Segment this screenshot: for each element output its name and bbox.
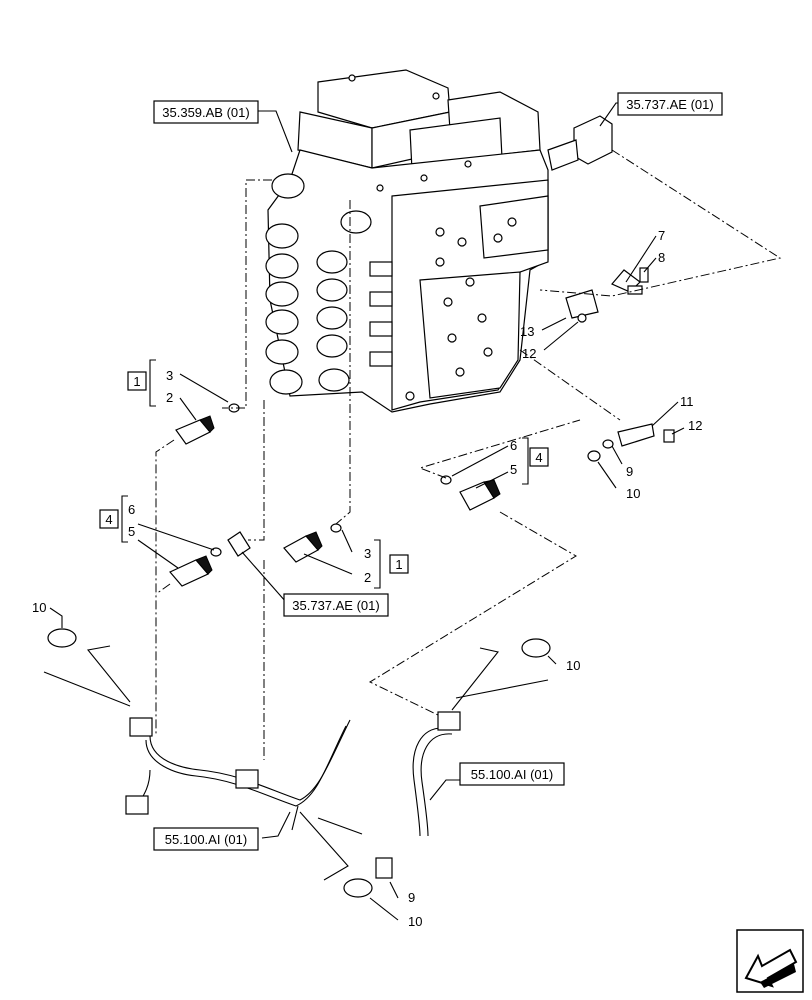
ref-box-top-left[interactable]: 35.359.AB (01) (153, 100, 259, 124)
callout-8: 8 (658, 250, 665, 265)
arrow-nav-icon[interactable] (736, 929, 804, 993)
callout-2b: 2 (364, 570, 371, 585)
connection-lines (155, 149, 782, 760)
ref-box-harness-left[interactable]: 55.100.AI (01) (153, 827, 259, 851)
ref-box-top-right[interactable]: 35.737.AE (01) (617, 92, 723, 116)
boxed-number-left-upper: 1 (127, 371, 147, 391)
callout-5a: 5 (128, 524, 135, 539)
callout-3b: 3 (364, 546, 371, 561)
callout-3a: 3 (166, 368, 173, 383)
callout-12a: 12 (522, 346, 536, 361)
leader-lines (43, 102, 685, 921)
callout-10a: 10 (626, 486, 640, 501)
boxed-number-right-upper: 4 (529, 447, 549, 467)
ref-label-top-right: 35.737.AE (01) (626, 97, 713, 112)
ref-box-harness-right[interactable]: 55.100.AI (01) (459, 762, 565, 786)
callout-10b: 10 (32, 600, 46, 615)
sensor-right (440, 475, 501, 511)
callout-numbers: 7 8 13 12 11 12 9 10 3 2 6 5 6 5 3 2 10 … (32, 228, 702, 929)
svg-text:4: 4 (105, 512, 112, 527)
ref-label-mid: 35.737.AE (01) (292, 598, 379, 613)
callout-5b: 5 (510, 462, 517, 477)
callout-2a: 2 (166, 390, 173, 405)
callout-9b: 9 (408, 890, 415, 905)
ref-box-mid[interactable]: 35.737.AE (01) (283, 593, 389, 617)
callout-7: 7 (658, 228, 665, 243)
callout-9a: 9 (626, 464, 633, 479)
ref-label-top-left: 35.359.AB (01) (162, 105, 249, 120)
callout-10d: 10 (408, 914, 422, 929)
svg-text:1: 1 (395, 557, 402, 572)
sensor-left-upper (175, 403, 240, 445)
sensor-mid (283, 523, 342, 563)
harness-left (47, 628, 393, 898)
svg-text:4: 4 (535, 450, 542, 465)
boxed-number-left-lower: 4 (99, 509, 119, 529)
callout-11: 11 (680, 394, 694, 409)
callout-12b: 12 (688, 418, 702, 433)
ref-label-harness-right: 55.100.AI (01) (471, 767, 553, 782)
callout-6b: 6 (510, 438, 517, 453)
harness-right (412, 638, 551, 837)
svg-text:1: 1 (133, 374, 140, 389)
callout-6a: 6 (128, 502, 135, 517)
callout-13: 13 (520, 324, 534, 339)
boxed-number-mid-right: 1 (389, 554, 409, 574)
control-valve-assembly (265, 69, 613, 413)
bracket-group-right (565, 267, 675, 462)
sensor-left-lower (169, 531, 251, 587)
callout-10c: 10 (566, 658, 580, 673)
ref-label-harness-left: 55.100.AI (01) (165, 832, 247, 847)
group-brackets (121, 359, 529, 589)
